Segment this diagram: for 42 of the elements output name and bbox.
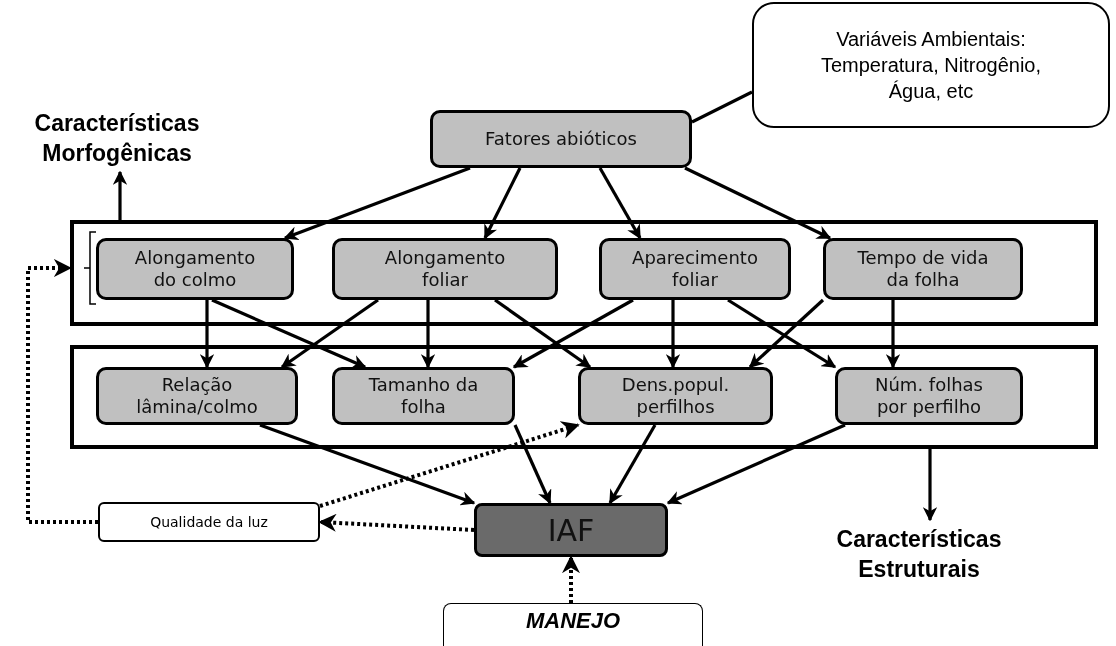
arrow (513, 424, 552, 505)
dotted-arrow (318, 513, 475, 532)
process-box: Núm. folhas por perfilho (835, 367, 1023, 425)
group-frame (70, 220, 1098, 326)
dotted-arrow (26, 259, 98, 524)
speech-bubble: Variáveis Ambientais: Temperatura, Nitrogênio, Água, etc (752, 2, 1110, 128)
arrow (112, 170, 128, 220)
arrow (512, 298, 634, 369)
arrow (280, 298, 379, 369)
process-box: Dens.popul. perfilhos (578, 367, 773, 425)
group-frame (70, 345, 1098, 449)
process-box: Alongamento do colmo (96, 238, 294, 300)
arrow (211, 298, 367, 369)
process-box: Tempo de vida da folha (823, 238, 1023, 300)
arrow (608, 424, 657, 505)
process-box: Fatores abióticos (430, 110, 692, 168)
arrow (283, 166, 471, 241)
process-box: Aparecimento foliar (599, 238, 791, 300)
arrow (494, 298, 592, 369)
arrow (666, 423, 846, 505)
arrow (199, 300, 215, 369)
process-box: MANEJO (443, 603, 703, 646)
arrow (727, 298, 837, 369)
leader-line (691, 90, 753, 124)
arrow (748, 298, 825, 369)
process-box: Alongamento foliar (332, 238, 558, 300)
arrow (665, 300, 681, 369)
arrow (922, 449, 938, 522)
heading-label: Características Morfogênicas (4, 106, 230, 172)
arrow (420, 300, 436, 369)
dotted-arrow (319, 421, 580, 508)
process-box: Relação lâmina/colmo (96, 367, 298, 425)
process-box: Tamanho da folha (332, 367, 515, 425)
arrow (885, 300, 901, 369)
process-box: Qualidade da luz (98, 502, 320, 542)
arrow (598, 167, 642, 240)
process-box: IAF (474, 503, 668, 557)
arrow (483, 167, 522, 240)
arrow (259, 423, 476, 506)
dotted-arrow (562, 555, 580, 603)
arrow (684, 166, 832, 240)
heading-label: Características Estruturais (796, 520, 1042, 590)
